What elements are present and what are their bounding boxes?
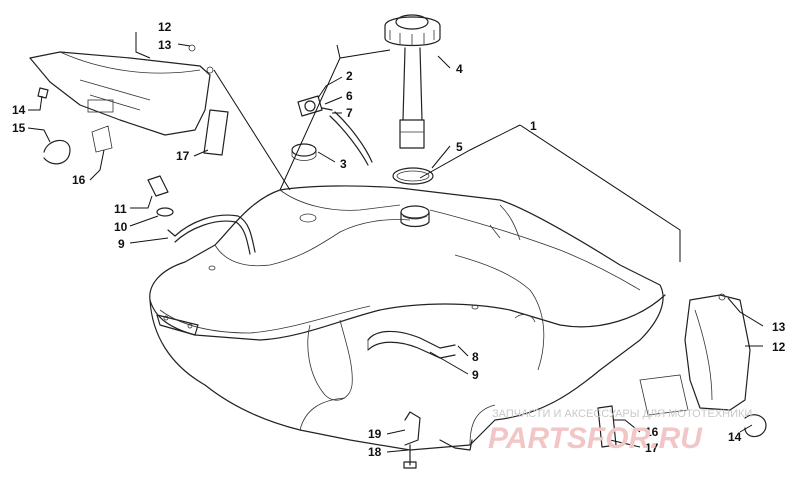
valve-group [291, 95, 373, 166]
callout-14-left: 14 [12, 103, 26, 117]
callout-11: 11 [114, 202, 127, 216]
callout-15: 15 [12, 121, 26, 135]
leader-lines [27, 32, 764, 453]
callout-17-left: 17 [176, 149, 190, 163]
callout-12-right: 12 [772, 340, 786, 354]
callout-17-right: 17 [645, 441, 659, 455]
fuel-cap-and-sender [384, 14, 441, 185]
callout-1: 1 [530, 119, 537, 133]
callout-14-right: 14 [728, 430, 742, 444]
callout-16-left: 16 [72, 173, 86, 187]
fuel-tank-body [149, 185, 666, 451]
callout-10: 10 [114, 220, 128, 234]
callout-2: 2 [346, 69, 353, 83]
callout-6: 6 [346, 89, 353, 103]
callout-13-right: 13 [772, 320, 786, 334]
watermark: ЗАПЧАСТИ И АКСЕССУАРЫ ДЛЯ МОТОТЕХНИКИ PA… [488, 408, 752, 455]
callout-13-left: 13 [158, 38, 172, 52]
watermark-brand: PARTSFOR.RU [488, 422, 703, 455]
callout-18: 18 [368, 445, 382, 459]
callout-labels: 1 2 3 4 5 6 7 8 9 9 10 11 12 12 13 13 14… [12, 20, 786, 459]
callout-4: 4 [456, 62, 463, 76]
watermark-tagline: ЗАПЧАСТИ И АКСЕССУАРЫ ДЛЯ МОТОТЕХНИКИ [492, 408, 752, 420]
callout-9-lower: 9 [472, 368, 479, 382]
callout-12-left: 12 [158, 20, 172, 34]
callout-16-right: 16 [645, 425, 659, 439]
callout-19: 19 [368, 427, 382, 441]
callout-8: 8 [472, 350, 479, 364]
fitting-group [147, 175, 176, 237]
callout-9-upper: 9 [118, 237, 125, 251]
callout-5: 5 [456, 140, 463, 154]
bracket-group [403, 411, 421, 469]
callout-3: 3 [340, 157, 347, 171]
left-side-cover [29, 44, 229, 165]
callout-7: 7 [346, 106, 353, 120]
right-side-cover [514, 293, 767, 448]
